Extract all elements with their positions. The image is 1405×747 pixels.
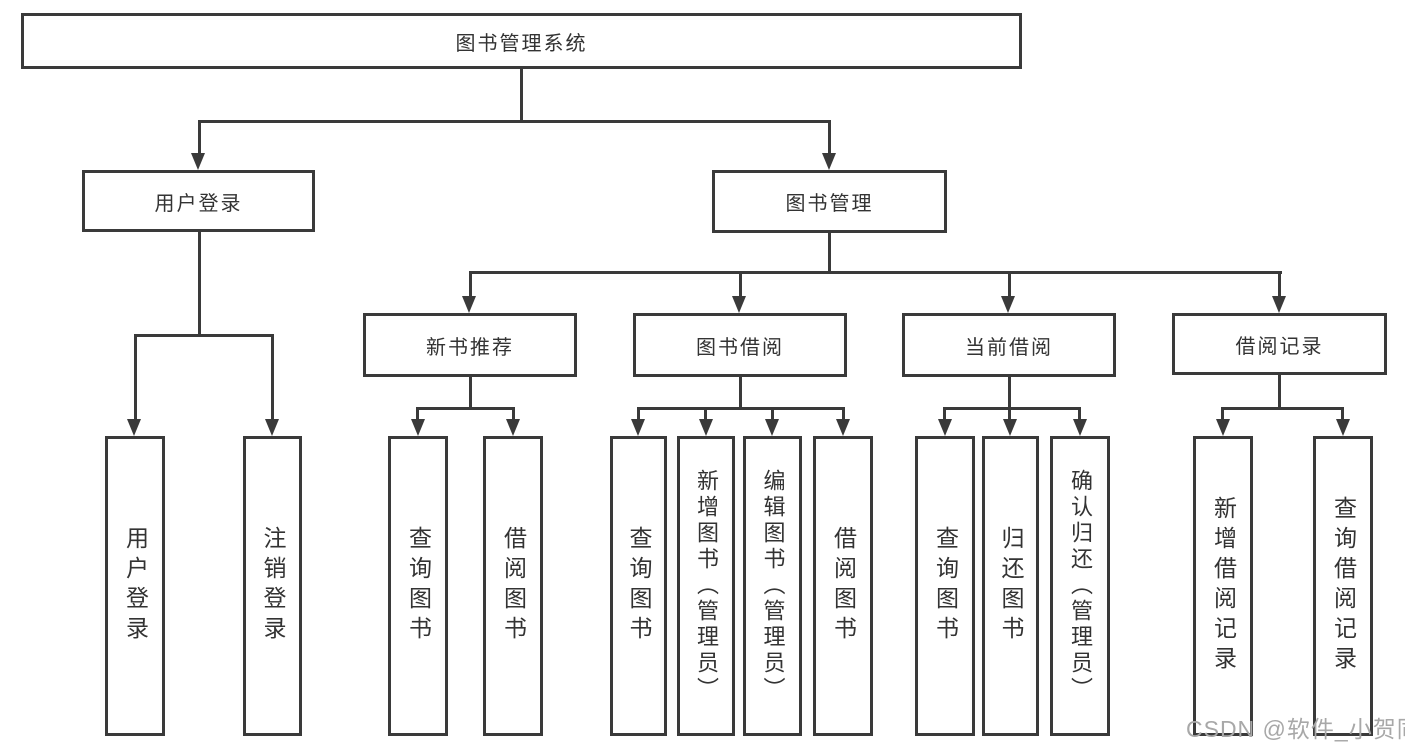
leaf-add-book-admin: 新增图书（管理员）	[677, 436, 735, 736]
node-current-borrowing: 当前借阅	[902, 313, 1116, 377]
watermark: CSDN @软件_小贺同学	[1186, 716, 1405, 742]
node-label: 注销登录	[260, 526, 286, 646]
connector-line	[943, 407, 946, 422]
node-book-management: 图书管理	[712, 170, 947, 233]
connector-line	[828, 120, 831, 156]
arrow-down-icon	[836, 419, 850, 436]
node-new-book-recommendation: 新书推荐	[363, 313, 577, 377]
node-label: 图书管理	[785, 193, 874, 215]
connector-line	[842, 407, 845, 422]
connector-line	[469, 271, 472, 299]
node-label: 查询图书	[626, 526, 652, 646]
leaf-query-books-borrowing: 查询图书	[610, 436, 667, 736]
arrow-down-icon	[265, 419, 279, 436]
node-label: 用户登录	[122, 526, 149, 646]
connector-line	[512, 407, 515, 422]
node-label: 借阅图书	[830, 526, 857, 646]
node-label: 查询图书	[932, 526, 959, 646]
node-library-management-system: 图书管理系统	[21, 13, 1022, 69]
arrow-down-icon	[1003, 419, 1017, 436]
connector-line	[637, 407, 640, 422]
arrow-down-icon	[765, 419, 779, 436]
connector-line	[134, 334, 274, 337]
leaf-query-borrow-record: 查询借阅记录	[1313, 436, 1373, 736]
leaf-logout: 注销登录	[243, 436, 302, 736]
connector-line	[1341, 407, 1344, 422]
connector-line	[520, 69, 523, 120]
arrow-down-icon	[191, 153, 205, 170]
connector-line	[198, 120, 830, 123]
connector-line	[1221, 407, 1344, 410]
node-label: 新书推荐	[426, 336, 514, 359]
connector-line	[198, 232, 201, 334]
node-label: 新增图书（管理员）	[694, 469, 719, 703]
connector-line	[1008, 377, 1011, 407]
arrow-down-icon	[699, 419, 713, 436]
node-label: 查询借阅记录	[1330, 496, 1357, 676]
connector-line	[1278, 271, 1281, 299]
connector-line	[739, 271, 742, 299]
leaf-query-books-current: 查询图书	[915, 436, 975, 736]
node-label: 查询图书	[405, 526, 432, 646]
arrow-down-icon	[1073, 419, 1087, 436]
node-label: 借阅图书	[500, 526, 527, 646]
arrow-down-icon	[411, 419, 425, 436]
node-label: 当前借阅	[965, 336, 1053, 359]
arrow-down-icon	[462, 296, 476, 313]
node-label: 用户登录	[154, 192, 243, 215]
node-user-login: 用户登录	[82, 170, 315, 232]
connector-line	[771, 407, 774, 422]
arrow-down-icon	[1001, 296, 1015, 313]
leaf-borrow-books-borrowing: 借阅图书	[813, 436, 873, 736]
connector-line	[198, 120, 201, 156]
arrow-down-icon	[732, 296, 746, 313]
connector-line	[1278, 375, 1281, 407]
arrow-down-icon	[1272, 296, 1286, 313]
leaf-borrow-books-recommend: 借阅图书	[483, 436, 543, 736]
node-label: 归还图书	[998, 526, 1024, 646]
node-label: 编辑图书（管理员）	[760, 469, 786, 703]
arrow-down-icon	[1336, 419, 1350, 436]
leaf-user-login: 用户登录	[105, 436, 165, 736]
node-label: 确认归还（管理员）	[1068, 469, 1093, 703]
connector-line	[637, 407, 845, 410]
connector-line	[704, 407, 707, 422]
connector-line	[416, 407, 419, 422]
leaf-add-borrow-record: 新增借阅记录	[1193, 436, 1253, 736]
connector-line	[1008, 271, 1011, 299]
connector-line	[469, 377, 472, 407]
node-label: 新增借阅记录	[1210, 496, 1237, 676]
connector-line	[943, 407, 1081, 410]
connector-line	[828, 233, 831, 273]
node-label: 图书管理系统	[455, 32, 588, 55]
node-borrowing-records: 借阅记录	[1172, 313, 1387, 375]
connector-line	[1008, 407, 1011, 422]
connector-line	[1221, 407, 1224, 422]
connector-line	[271, 334, 274, 421]
connector-line	[469, 271, 1282, 274]
connector-line	[416, 407, 515, 410]
node-label: 图书借阅	[696, 336, 784, 359]
arrow-down-icon	[631, 419, 645, 436]
arrow-down-icon	[506, 419, 520, 436]
leaf-query-books-recommend: 查询图书	[388, 436, 448, 736]
arrow-down-icon	[1216, 419, 1230, 436]
connector-line	[1078, 407, 1081, 422]
arrow-down-icon	[127, 419, 141, 436]
arrow-down-icon	[822, 153, 836, 170]
node-book-borrowing: 图书借阅	[633, 313, 847, 377]
leaf-confirm-return-admin: 确认归还（管理员）	[1050, 436, 1110, 736]
connector-line	[134, 334, 137, 421]
node-label: 借阅记录	[1235, 335, 1324, 358]
arrow-down-icon	[938, 419, 952, 436]
leaf-edit-book-admin: 编辑图书（管理员）	[743, 436, 802, 736]
leaf-return-books: 归还图书	[982, 436, 1039, 736]
connector-line	[739, 377, 742, 407]
